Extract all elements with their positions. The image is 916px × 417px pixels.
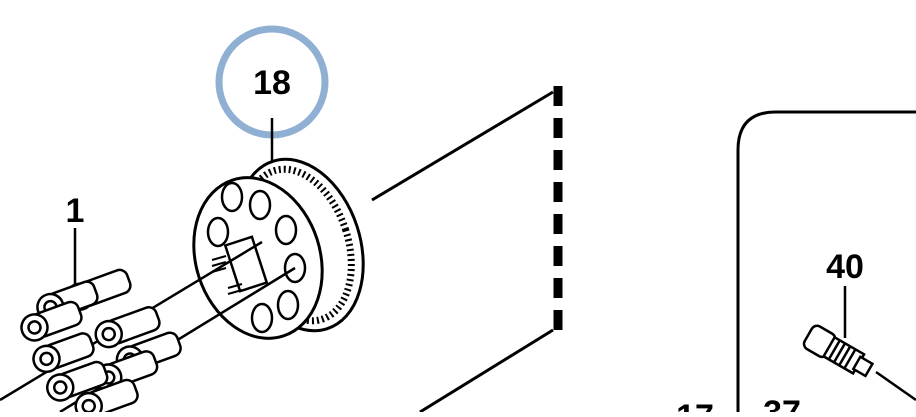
guide-line-upper [371,90,554,202]
ring-gear-part-18[interactable] [174,143,385,355]
callout-40-label: 40 [826,248,864,286]
callout-18-label: 18 [253,64,291,102]
guide-line-lower [419,328,554,414]
piston-cluster-part-1[interactable] [18,267,183,417]
detail-panel-outline [736,110,916,412]
callout-partial-label: 17 [676,398,714,412]
callout-37-label: 37 [763,394,801,412]
callout-1-label: 1 [66,192,85,230]
fitting-connection-line [875,370,916,402]
fitting-part-40[interactable] [802,324,876,382]
